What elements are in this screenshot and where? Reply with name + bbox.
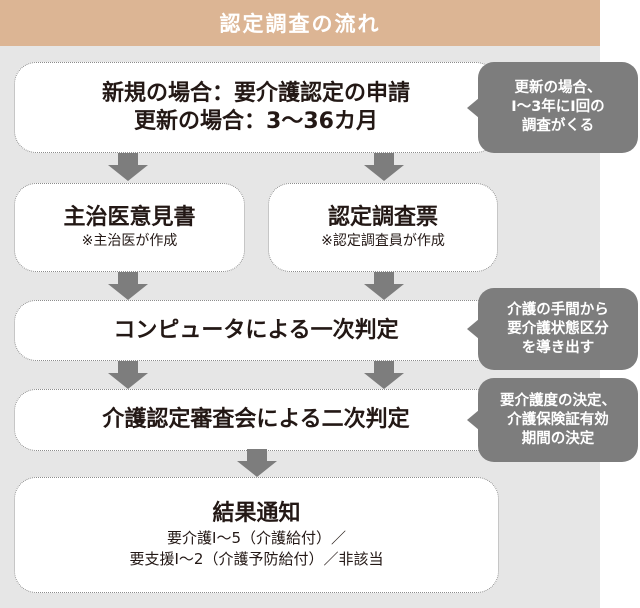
down-arrow-icon (108, 272, 148, 302)
down-arrow-icon (364, 361, 404, 391)
callout-primary-judgment-note: 介護の手間から 要介護状態区分 を導き出す (467, 288, 638, 370)
down-arrow-icon (108, 153, 148, 183)
callout-line: 要介護度の決定、 (500, 392, 616, 409)
application-renewal-text: 更新の場合：3〜36カ月 (134, 108, 378, 134)
doctor-opinion-title: 主治医意見書 (63, 205, 196, 230)
application-new-text: 新規の場合：要介護認定の申請 (101, 80, 410, 106)
callout-line: 更新の場合、 (514, 80, 602, 96)
callout-line: 期間の決定 (521, 430, 595, 447)
callout-line: を導き出す (521, 339, 595, 356)
callout-line: 介護保険証有効 (507, 411, 609, 428)
callout-secondary-judgment-note: 要介護度の決定、 介護保険証有効 期間の決定 (467, 378, 638, 462)
result-care-levels: 要介護Ⅰ〜5（介護給付）／ (167, 529, 346, 547)
primary-judgment-box: コンピュータによる一次判定 (14, 300, 498, 361)
callout-line: 要介護状態区分 (507, 320, 609, 337)
result-notification-box: 結果通知 要介護Ⅰ〜5（介護給付）／ 要支援Ⅰ〜2（介護予防給付）／非該当 (14, 477, 499, 593)
primary-judgment-title: コンピュータによる一次判定 (113, 317, 399, 343)
survey-form-box: 認定調査票 ※認定調査員が作成 (268, 183, 498, 272)
down-arrow-icon (237, 449, 277, 479)
down-arrow-icon (364, 272, 404, 302)
secondary-judgment-box: 介護認定審査会による二次判定 (14, 389, 498, 451)
diagram-title: 認定調査の流れ (0, 0, 600, 46)
callout-line: 調査がくる (521, 118, 595, 134)
doctor-opinion-box: 主治医意見書 ※主治医が作成 (14, 183, 245, 272)
application-step-box: 新規の場合：要介護認定の申請 更新の場合：3〜36カ月 (14, 62, 498, 153)
down-arrow-icon (108, 361, 148, 391)
down-arrow-icon (364, 153, 404, 183)
secondary-judgment-title: 介護認定審査会による二次判定 (102, 407, 410, 432)
doctor-opinion-note: ※主治医が作成 (81, 233, 178, 249)
result-support-levels: 要支援Ⅰ〜2（介護予防給付）／非該当 (129, 550, 384, 568)
callout-line: 介護の手間から (507, 301, 609, 318)
callout-line: Ⅰ〜3年にⅠ回の (511, 99, 605, 115)
survey-form-note: ※認定調査員が作成 (321, 233, 445, 249)
survey-form-title: 認定調査票 (327, 205, 438, 230)
callout-renewal-note: 更新の場合、 Ⅰ〜3年にⅠ回の 調査がくる (467, 62, 638, 153)
result-title: 結果通知 (212, 501, 301, 526)
